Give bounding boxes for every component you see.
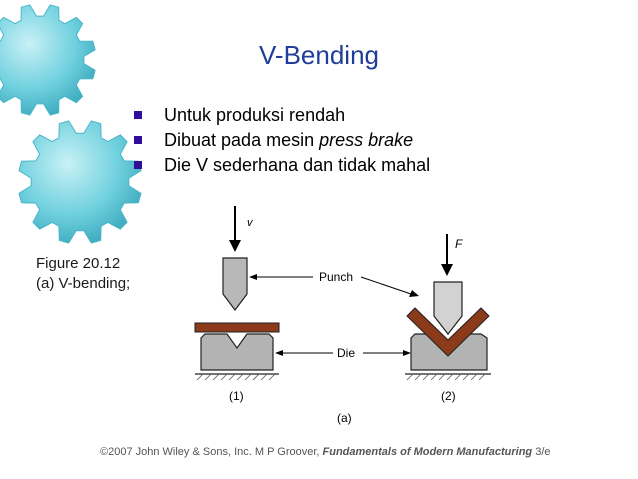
gear-icon (18, 120, 142, 244)
arrow-head-icon (409, 290, 419, 297)
bullet-text: Die V sederhana dan tidak mahal (164, 155, 431, 175)
punch-label: Punch (319, 270, 353, 284)
arrow-head-icon (403, 350, 411, 356)
figure-caption: Figure 20.12 (a) V-bending; (36, 254, 130, 294)
punch-pointer-right (360, 276, 412, 295)
bullet-text: Untuk produksi rendah (164, 105, 346, 125)
die-1 (200, 333, 274, 371)
punch-1 (222, 257, 248, 311)
gear-shape (0, 4, 96, 116)
arrow-head-icon (249, 274, 257, 280)
bullet-marker-icon (134, 136, 142, 144)
diagram-caption: (a) (337, 411, 352, 425)
step-2-label: (2) (441, 389, 456, 403)
force-v-label: v (247, 217, 254, 229)
step-2-illustration: F (2) (405, 234, 491, 403)
force-f-label: F (455, 237, 463, 251)
gear-icon (0, 4, 96, 116)
gears-decoration (0, 4, 142, 244)
step-1-label: (1) (229, 389, 244, 403)
bullet-item: Untuk produksi rendah (130, 103, 430, 128)
footer-edition: 3/e (532, 446, 551, 458)
step-1-illustration: v (1) (194, 206, 280, 403)
footer-book-title: Fundamentals of Modern Manufacturing (322, 446, 533, 458)
bullet-text: Dibuat pada mesin (164, 130, 320, 150)
arrow-head-icon (229, 240, 241, 252)
bullet-list: Untuk produksi rendah Dibuat pada mesin … (130, 103, 430, 178)
arrow-head-icon (275, 350, 283, 356)
workpiece-flat (194, 322, 280, 333)
footer-copyright: ©2007 John Wiley & Sons, Inc. M P Groove… (100, 446, 323, 458)
v-bending-diagram: v (1) Punch Die F (194, 206, 491, 425)
figure-description: (a) V-bending; (36, 275, 131, 292)
bullet-item: Dibuat pada mesin press brake (130, 128, 430, 153)
slide-footer: ©2007 John Wiley & Sons, Inc. M P Groove… (100, 446, 551, 458)
slide-title: V-Bending (259, 40, 379, 70)
bullet-marker-icon (134, 161, 142, 169)
die-label: Die (337, 346, 355, 360)
bullet-italic-text: press brake (319, 130, 414, 150)
gear-shape (18, 120, 142, 244)
figure-number: Figure 20.12 (36, 255, 121, 272)
arrow-head-icon (441, 264, 453, 276)
punch-2 (433, 281, 463, 335)
workpiece-bent (406, 307, 490, 357)
bullet-item: Die V sederhana dan tidak mahal (130, 153, 430, 178)
bullet-marker-icon (134, 111, 142, 119)
